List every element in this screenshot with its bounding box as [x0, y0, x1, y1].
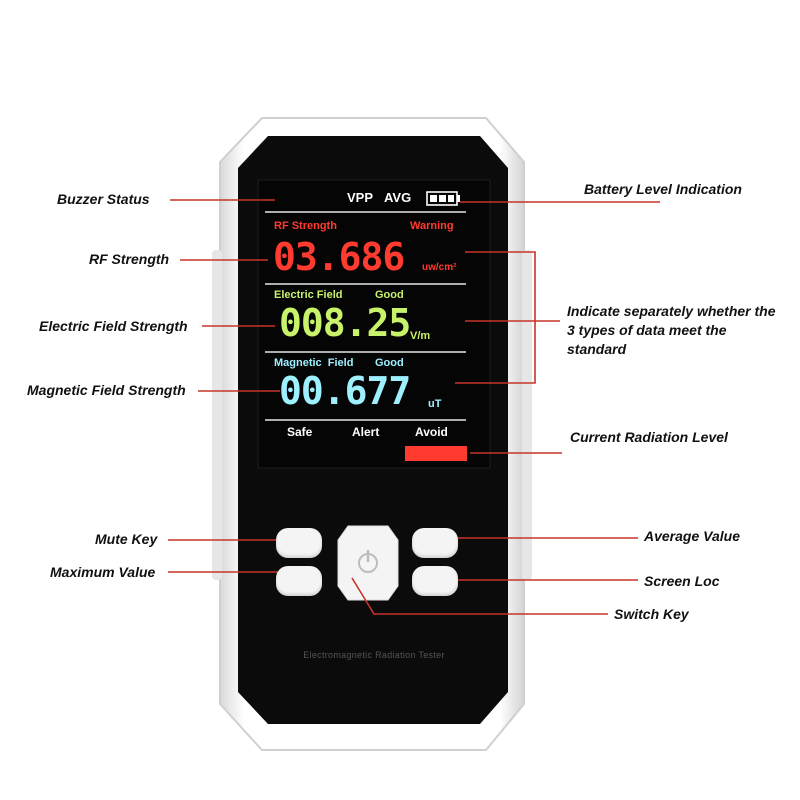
rf-strength-label: RF Strength — [274, 220, 337, 232]
annotation-electric-field-strength: Electric Field Strength — [39, 318, 188, 334]
brand-text: Electromagnetic Radiation Tester — [303, 650, 445, 660]
screen-loc-button[interactable] — [412, 566, 458, 596]
annotation-maximum-value: Maximum Value — [50, 564, 156, 580]
rf-unit: uw/cm² — [422, 262, 457, 273]
level-safe: Safe — [287, 425, 313, 439]
magnetic-value: 00.677 — [279, 369, 411, 413]
mute-key-button[interactable] — [276, 528, 322, 558]
annotation-magnetic-field-strength: Magnetic Field Strength — [27, 382, 186, 398]
battery-icon — [426, 191, 460, 206]
level-avoid: Avoid — [415, 425, 448, 439]
magnetic-unit: uT — [428, 398, 442, 410]
annotation-buzzer-status: Buzzer Status — [57, 191, 150, 207]
maximum-value-button[interactable] — [276, 566, 322, 596]
average-value-button[interactable] — [412, 528, 458, 558]
electric-value: 008.25 — [279, 301, 411, 345]
electric-status: Good — [375, 289, 404, 301]
electric-unit: V/m — [410, 330, 431, 342]
power-button-hit[interactable] — [338, 526, 398, 600]
annotation-switch-key: Switch Key — [614, 606, 689, 622]
radiation-level-bar — [405, 446, 467, 461]
rf-status: Warning — [410, 220, 454, 232]
annotation-lines — [168, 199, 660, 615]
annotation-indicate-standard: Indicate separately whether the 3 types … — [567, 303, 776, 357]
annotation-average-value: Average Value — [644, 528, 740, 544]
annotation-mute-key: Mute Key — [95, 531, 158, 547]
avg-indicator: AVG — [384, 190, 412, 205]
rf-value: 03.686 — [273, 235, 405, 279]
level-alert: Alert — [352, 425, 380, 439]
annotation-screen-loc: Screen Loc — [644, 573, 720, 589]
magnetic-field-label: Magnetic Field — [274, 357, 354, 369]
magnetic-status: Good — [375, 357, 404, 369]
vpp-indicator: VPP — [347, 190, 374, 205]
annotation-battery-level: Battery Level Indication — [584, 181, 742, 197]
electric-field-label: Electric Field — [274, 289, 343, 301]
annotation-current-radiation-level: Current Radiation Level — [570, 429, 728, 445]
power-button — [337, 525, 399, 601]
annotation-rf-strength: RF Strength — [89, 251, 170, 267]
